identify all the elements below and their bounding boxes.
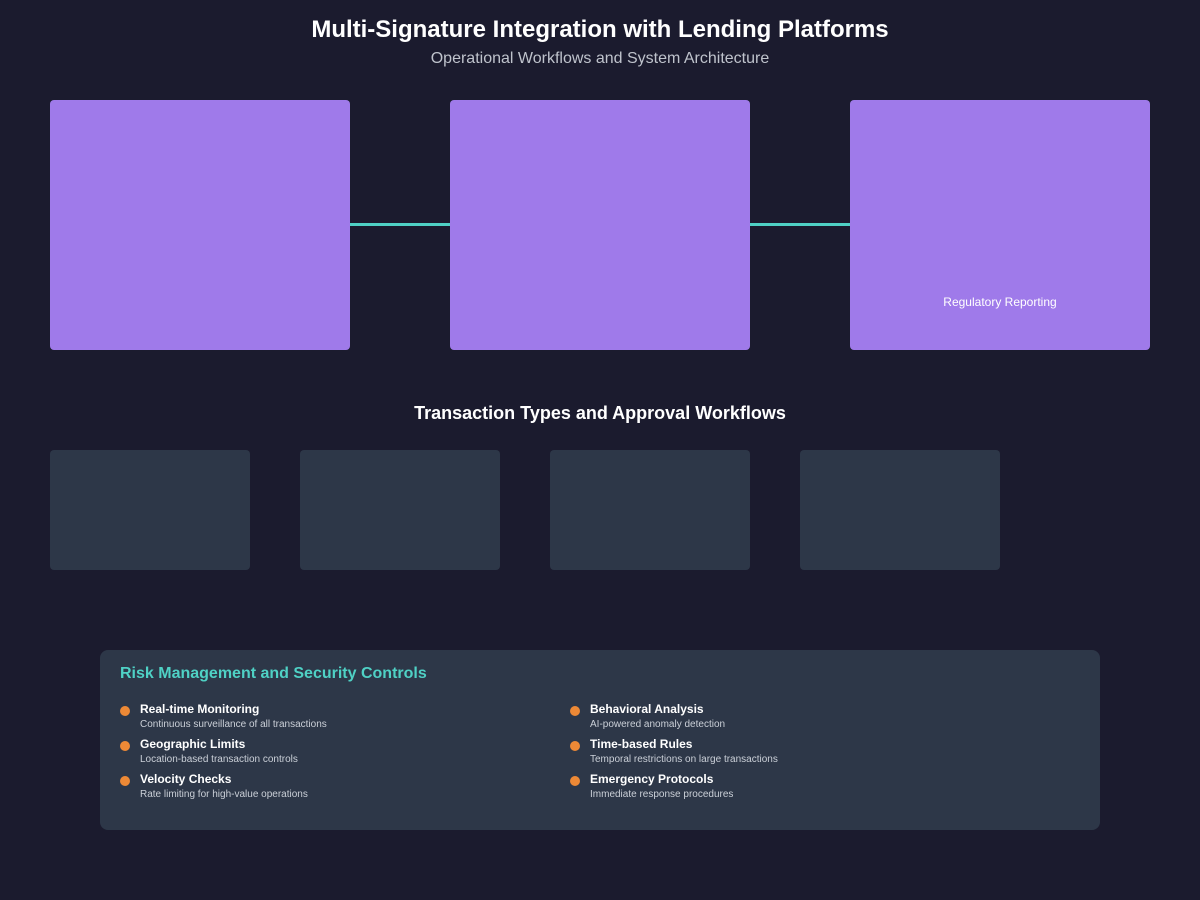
transaction-card (300, 450, 500, 570)
risk-item-desc: Continuous surveillance of all transacti… (140, 719, 327, 730)
connector-line (350, 223, 450, 226)
risk-item: Behavioral Analysis AI-powered anomaly d… (570, 702, 990, 734)
transaction-card (550, 450, 750, 570)
risk-item-name: Geographic Limits (140, 737, 246, 751)
architecture-box-1 (50, 100, 350, 350)
risk-panel: Risk Management and Security Controls Re… (100, 650, 1100, 830)
transaction-section-title: Transaction Types and Approval Workflows (414, 403, 786, 423)
risk-panel-title: Risk Management and Security Controls (120, 665, 427, 682)
risk-item-name: Behavioral Analysis (590, 702, 704, 716)
risk-item-desc: Rate limiting for high-value operations (140, 789, 308, 800)
architecture-box-3: Regulatory Reporting (850, 100, 1150, 350)
bullet-icon (120, 776, 130, 786)
bullet-icon (120, 741, 130, 751)
architecture-box-2 (450, 100, 750, 350)
page-title: Multi-Signature Integration with Lending… (311, 16, 889, 43)
risk-item: Real-time Monitoring Continuous surveill… (120, 702, 540, 734)
risk-item-name: Emergency Protocols (590, 772, 714, 786)
risk-item-desc: Location-based transaction controls (140, 754, 298, 765)
risk-item-name: Real-time Monitoring (140, 702, 260, 716)
regulatory-reporting-label: Regulatory Reporting (943, 295, 1057, 309)
risk-item: Emergency Protocols Immediate response p… (570, 772, 990, 804)
risk-item-name: Velocity Checks (140, 772, 232, 786)
risk-item-name: Time-based Rules (590, 737, 693, 751)
transaction-card (50, 450, 250, 570)
risk-item: Time-based Rules Temporal restrictions o… (570, 737, 990, 769)
bullet-icon (570, 741, 580, 751)
risk-item-desc: Immediate response procedures (590, 789, 734, 800)
risk-item-desc: Temporal restrictions on large transacti… (590, 754, 778, 765)
page-subtitle: Operational Workflows and System Archite… (430, 50, 770, 67)
risk-item: Geographic Limits Location-based transac… (120, 737, 540, 769)
bullet-icon (570, 776, 580, 786)
risk-item-desc: AI-powered anomaly detection (590, 719, 726, 730)
transaction-card (800, 450, 1000, 570)
bullet-icon (570, 706, 580, 716)
bullet-icon (120, 706, 130, 716)
connector-line (750, 223, 850, 226)
risk-item: Velocity Checks Rate limiting for high-v… (120, 772, 540, 804)
